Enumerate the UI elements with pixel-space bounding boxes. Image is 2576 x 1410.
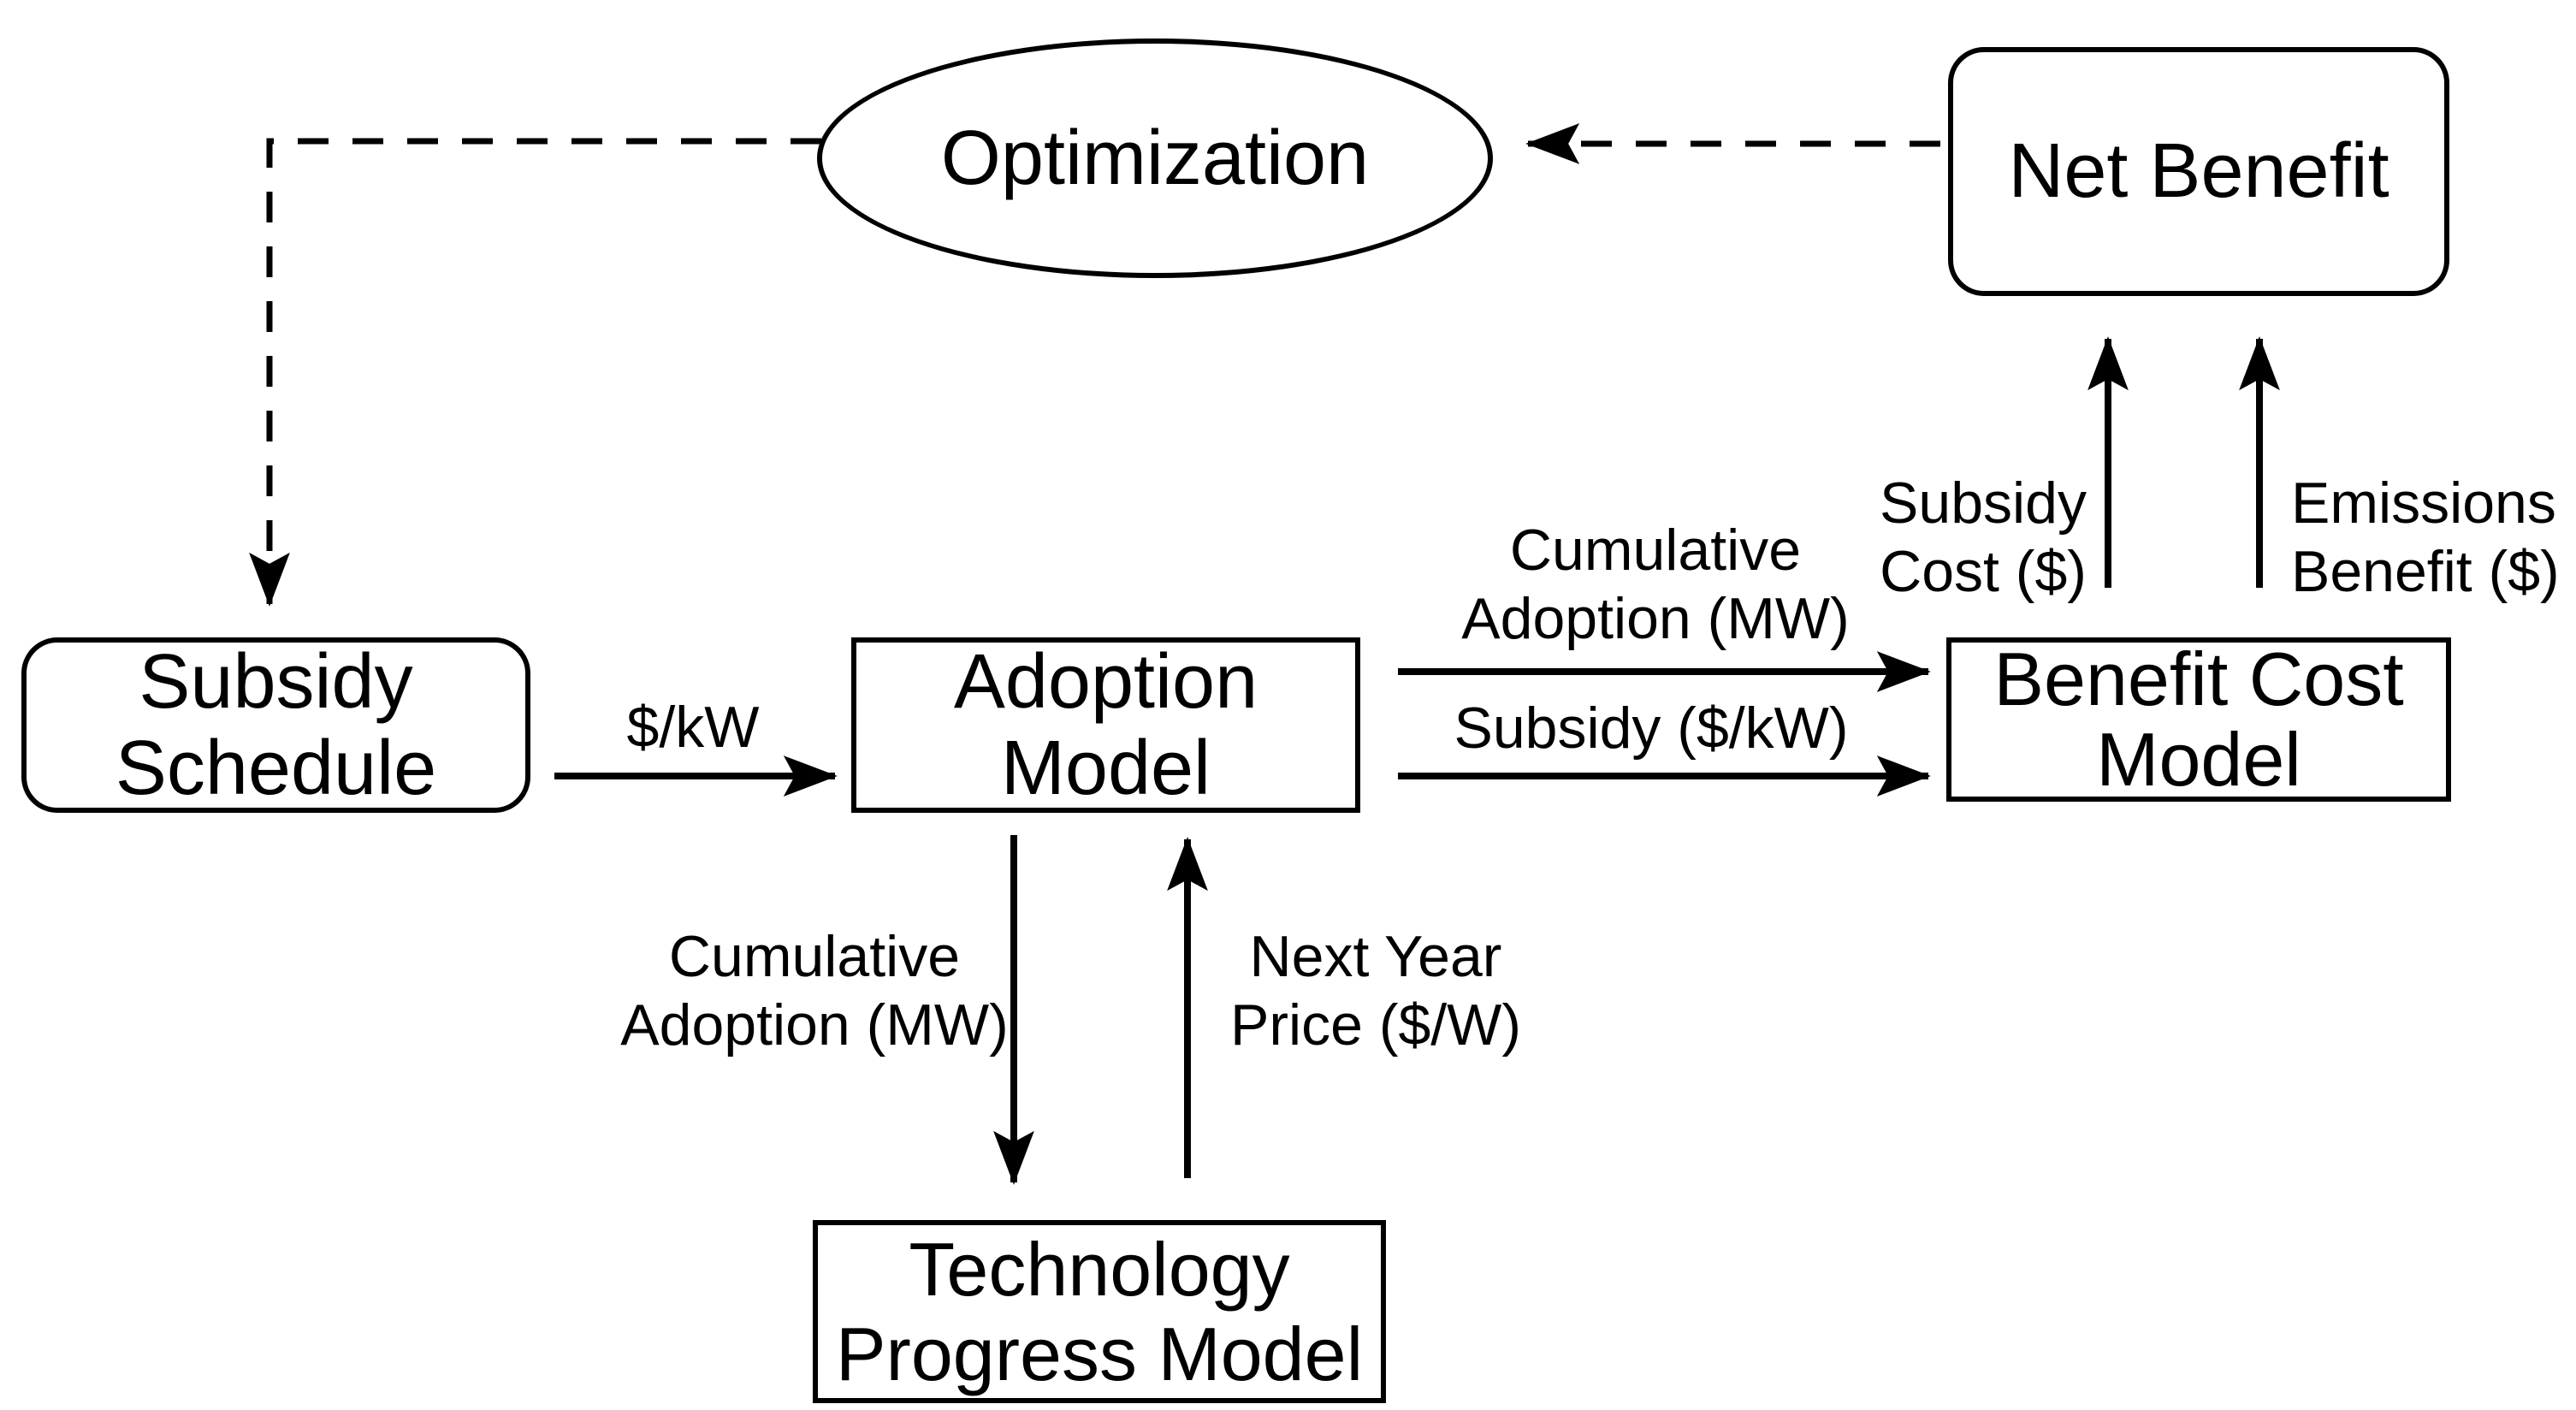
technology-progress-model-label-line1: Technology [909,1227,1290,1312]
dashed-arrow-optimization-to-subsidy-schedule [269,138,821,604]
adoption-model-label-line2: Model [1000,725,1211,811]
edge-label-cumulative-adoption-vertical: Cumulative Adoption (MW) [620,924,1009,1058]
adoption-model-label-line1: Adoption [953,638,1258,725]
node-technology-progress-model: Technology Progress Model [813,1220,1386,1403]
node-adoption-model: Adoption Model [851,637,1360,813]
edge-label-emissions-benefit: Emissions Benefit ($) [2291,471,2560,604]
node-optimization: Optimization [817,39,1493,278]
edge-label-cumulative-adoption-horizontal: Cumulative Adoption (MW) [1461,518,1850,651]
subsidy-schedule-label-line2: Schedule [115,725,437,811]
node-net-benefit: Net Benefit [1948,47,2449,296]
subsidy-schedule-label-line1: Subsidy [139,638,413,725]
node-benefit-cost-model: Benefit Cost Model [1946,637,2451,802]
net-benefit-label: Net Benefit [2008,128,2389,214]
edge-label-dollar-per-kw: $/kW [626,695,760,760]
edge-label-next-year-price: Next Year Price ($/W) [1230,924,1521,1058]
benefit-cost-model-label-line1: Benefit Cost [1993,637,2404,721]
edge-label-subsidy-dollar-per-kw: Subsidy ($/kW) [1454,696,1849,761]
edge-label-subsidy-cost: Subsidy Cost ($) [1880,471,2087,604]
node-subsidy-schedule: Subsidy Schedule [21,637,530,813]
benefit-cost-model-label-line2: Model [2096,717,2301,802]
optimization-label: Optimization [940,115,1370,201]
technology-progress-model-label-line2: Progress Model [835,1312,1364,1396]
